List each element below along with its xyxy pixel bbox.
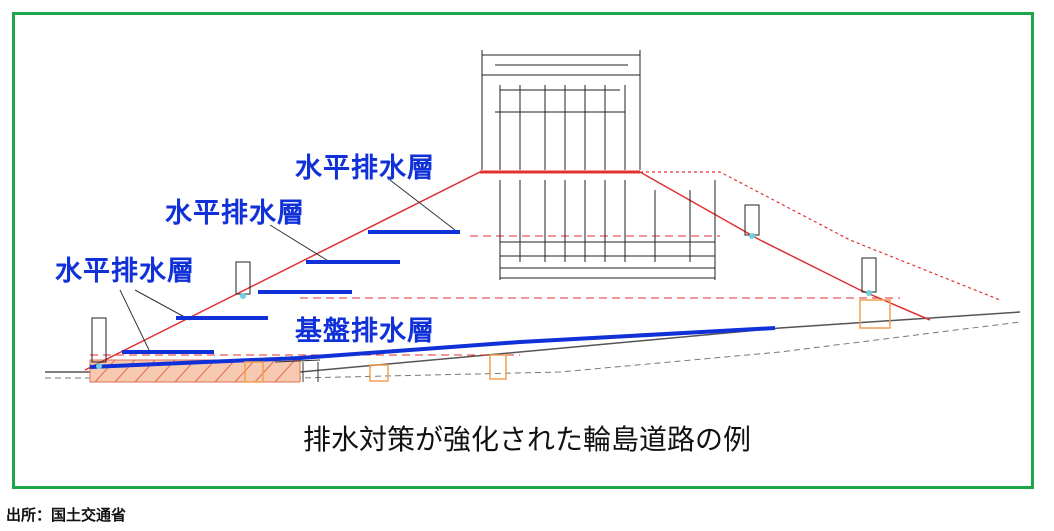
- figure-caption: 排水対策が強化された輪島道路の例: [302, 423, 751, 456]
- figure-frame: [12, 12, 1034, 489]
- source-credit: 出所：国土交通省: [6, 506, 127, 524]
- base-drainage-layer: [89, 326, 776, 369]
- embankment-slope-right-dashed: [640, 171, 1001, 301]
- label-horizontal-drainage-layer-1: 水平排水層: [295, 153, 435, 184]
- embankment-slope-right: [639, 171, 931, 321]
- label-base-drainage-layer: 基盤排水層: [295, 316, 435, 347]
- label-horizontal-drainage-layer-3: 水平排水層: [55, 256, 195, 287]
- label-horizontal-drainage-layer-2: 水平排水層: [165, 198, 305, 229]
